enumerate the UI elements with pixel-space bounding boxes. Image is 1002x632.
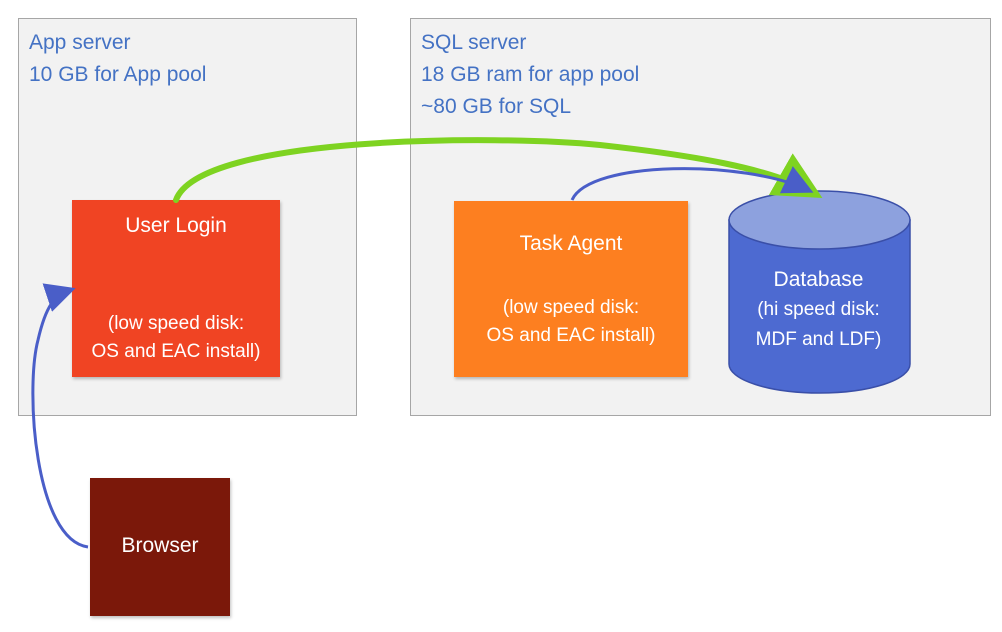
- database-text: Database (hi speed disk: MDF and LDF): [728, 265, 909, 355]
- app-server-detail: 10 GB for App pool: [29, 63, 207, 86]
- sql-server-heading: SQL server 18 GB ram for app pool ~80 GB…: [421, 27, 639, 123]
- user-login-disk-line1: (low speed disk:: [107, 313, 245, 334]
- database-label: Database: [773, 268, 864, 291]
- database-disk-line2: MDF and LDF): [755, 329, 882, 350]
- sql-server-ram: 18 GB ram for app pool: [421, 63, 640, 86]
- app-server-heading: App server 10 GB for App pool: [29, 27, 206, 91]
- database-cylinder: [728, 190, 911, 394]
- user-login-node: User Login (low speed disk: OS and EAC i…: [72, 200, 280, 377]
- user-login-disk-line2: OS and EAC install): [91, 341, 261, 362]
- browser-label: Browser: [121, 534, 199, 557]
- task-agent-disk-line1: (low speed disk:: [502, 297, 640, 318]
- user-login-label: User Login: [125, 214, 227, 237]
- sql-server-storage: ~80 GB for SQL: [421, 95, 571, 118]
- database-cylinder-top: [728, 190, 911, 250]
- database-cylinder-body: [728, 219, 911, 394]
- task-agent-disk-line2: OS and EAC install): [486, 325, 656, 346]
- browser-node: Browser: [90, 478, 230, 616]
- database-disk-line1: (hi speed disk:: [757, 299, 880, 320]
- sql-server-title: SQL server: [421, 31, 527, 54]
- task-agent-label: Task Agent: [519, 232, 623, 255]
- app-server-title: App server: [29, 31, 131, 54]
- task-agent-node: Task Agent (low speed disk: OS and EAC i…: [454, 201, 688, 377]
